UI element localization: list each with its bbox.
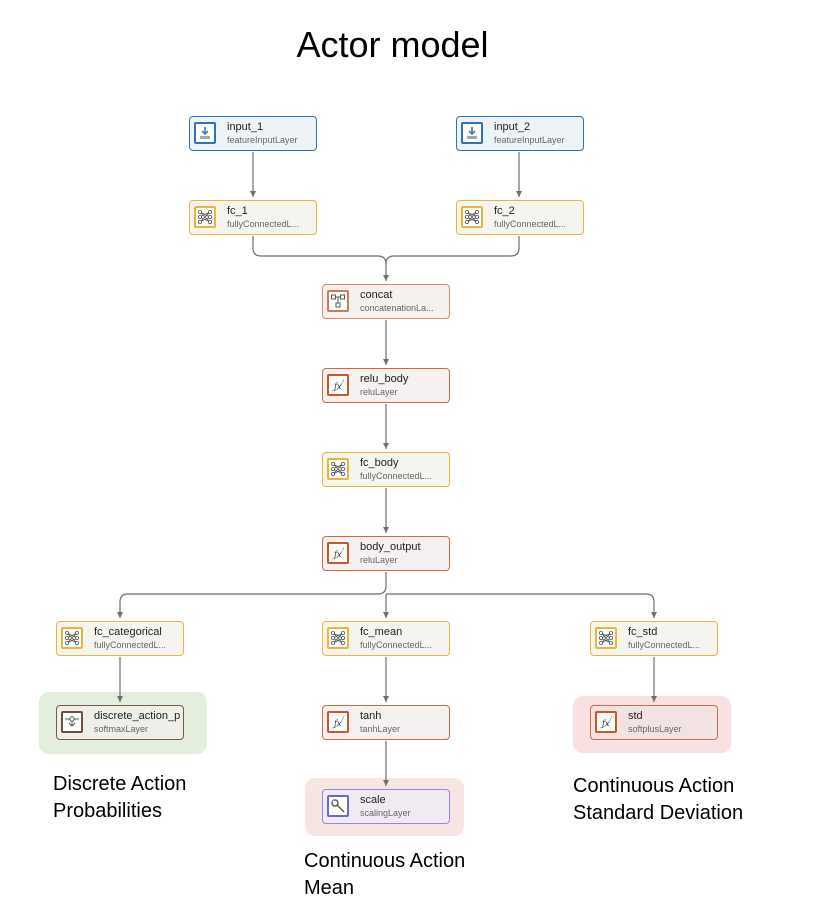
fully-connected-icon bbox=[194, 206, 216, 228]
node-type: fullyConnectedL... bbox=[494, 219, 567, 229]
fully-connected-icon bbox=[327, 627, 349, 649]
node-body-output[interactable]: fx body_output reluLayer bbox=[322, 536, 450, 571]
diagram-title: Actor model bbox=[296, 24, 489, 65]
feature-input-icon bbox=[461, 122, 483, 144]
fully-connected-icon bbox=[595, 627, 617, 649]
annotation-line: Continuous Action bbox=[573, 775, 735, 797]
node-fc-1[interactable]: fc_1 fullyConnectedL... bbox=[189, 200, 317, 235]
node-name: body_output bbox=[360, 541, 421, 553]
svg-text:fx: fx bbox=[333, 382, 342, 391]
annotation-line: Discrete Action bbox=[53, 773, 187, 795]
node-input-1[interactable]: input_1 featureInputLayer bbox=[189, 116, 317, 151]
feature-input-icon bbox=[194, 122, 216, 144]
fully-connected-icon bbox=[461, 206, 483, 228]
node-input-2[interactable]: input_2 featureInputLayer bbox=[456, 116, 584, 151]
svg-text:fx: fx bbox=[333, 550, 342, 559]
node-name: concat bbox=[360, 289, 393, 301]
node-name: input_2 bbox=[494, 121, 531, 133]
function-icon: fx bbox=[327, 711, 349, 733]
annotation-line: Mean bbox=[304, 877, 355, 899]
node-fc-body[interactable]: fc_body fullyConnectedL... bbox=[322, 452, 450, 487]
node-type: tanhLayer bbox=[360, 724, 401, 734]
edge-bodyout-fccat bbox=[117, 572, 387, 618]
node-name: fc_1 bbox=[227, 205, 248, 217]
annotation-std: Continuous Action Standard Deviation bbox=[573, 773, 743, 827]
annotation-line: Standard Deviation bbox=[573, 802, 744, 824]
node-type: scalingLayer bbox=[360, 808, 411, 818]
node-concat[interactable]: concat concatenationLa... bbox=[322, 284, 450, 319]
node-name: fc_body bbox=[360, 457, 399, 469]
node-name: fc_categorical bbox=[94, 626, 162, 638]
node-name: relu_body bbox=[360, 373, 409, 385]
edge-fc1-concat bbox=[252, 236, 389, 281]
node-name: input_1 bbox=[227, 121, 264, 133]
concatenation-icon bbox=[327, 290, 349, 312]
fully-connected-icon bbox=[327, 458, 349, 480]
node-name: scale bbox=[360, 794, 386, 806]
edge-fc2-concat bbox=[385, 236, 520, 265]
node-fc-mean[interactable]: fc_mean fullyConnectedL... bbox=[322, 621, 450, 656]
node-name: tanh bbox=[360, 710, 382, 722]
node-name: std bbox=[628, 710, 643, 722]
annotation-line: Probabilities bbox=[53, 800, 162, 822]
node-type: featureInputLayer bbox=[494, 135, 565, 145]
node-type: fullyConnectedL... bbox=[628, 640, 701, 650]
node-fc-2[interactable]: fc_2 fullyConnectedL... bbox=[456, 200, 584, 235]
node-type: fullyConnectedL... bbox=[360, 640, 433, 650]
node-type: reluLayer bbox=[360, 555, 398, 565]
node-type: featureInputLayer bbox=[227, 135, 298, 145]
node-std[interactable]: fx std softplusLayer bbox=[590, 705, 718, 740]
node-discrete-action-p[interactable]: discrete_action_p softmaxLayer bbox=[56, 705, 184, 740]
annotation-mean: Continuous Action Mean bbox=[304, 848, 465, 902]
annotation-line: Continuous Action bbox=[304, 850, 466, 872]
node-relu-body[interactable]: fx relu_body reluLayer bbox=[322, 368, 450, 403]
function-icon: fx bbox=[327, 542, 349, 564]
node-type: softmaxLayer bbox=[94, 724, 149, 734]
wrench-icon bbox=[327, 795, 349, 817]
node-type: concatenationLa... bbox=[360, 303, 434, 313]
node-name: discrete_action_p bbox=[94, 710, 181, 722]
node-type: fullyConnectedL... bbox=[94, 640, 167, 650]
node-name: fc_mean bbox=[360, 626, 403, 638]
node-fc-std[interactable]: fc_std fullyConnectedL... bbox=[590, 621, 718, 656]
function-icon: fx bbox=[595, 711, 617, 733]
node-name: fc_2 bbox=[494, 205, 515, 217]
node-type: fullyConnectedL... bbox=[360, 471, 433, 481]
node-fc-categorical[interactable]: fc_categorical fullyConnectedL... bbox=[56, 621, 184, 656]
node-type: reluLayer bbox=[360, 387, 398, 397]
fully-connected-icon bbox=[61, 627, 83, 649]
edge-bodyout-fcstd bbox=[386, 593, 657, 618]
node-name: fc_std bbox=[628, 626, 658, 638]
node-type: softplusLayer bbox=[628, 724, 682, 734]
function-icon: fx bbox=[327, 374, 349, 396]
softmax-icon bbox=[61, 711, 83, 733]
annotation-discrete: Discrete Action Probabilities bbox=[53, 771, 186, 825]
svg-text:fx: fx bbox=[601, 719, 610, 728]
node-scale[interactable]: scale scalingLayer bbox=[322, 789, 450, 824]
svg-text:fx: fx bbox=[333, 719, 342, 728]
node-tanh[interactable]: fx tanh tanhLayer bbox=[322, 705, 450, 740]
node-type: fullyConnectedL... bbox=[227, 219, 300, 229]
